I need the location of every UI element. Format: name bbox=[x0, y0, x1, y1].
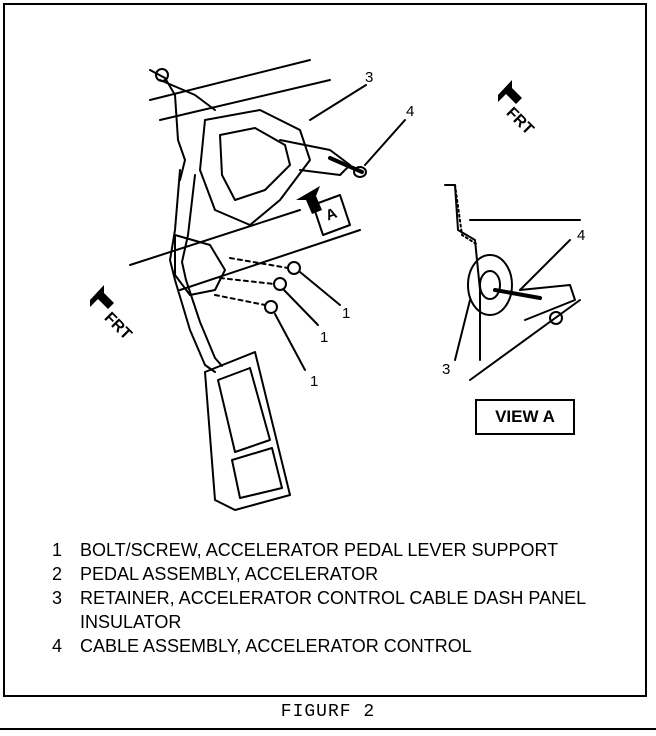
bolt-1-top bbox=[287, 261, 301, 275]
leader-1-c bbox=[274, 313, 306, 371]
legend-item: 4 CABLE ASSEMBLY, ACCELERATOR CONTROL bbox=[52, 634, 642, 658]
leader-3-main bbox=[309, 84, 367, 121]
cable-end bbox=[353, 166, 367, 178]
inset-lever bbox=[519, 284, 576, 321]
wiring-connector bbox=[155, 68, 169, 82]
dash-panel-edge bbox=[149, 59, 311, 101]
callout-4-view: 4 bbox=[577, 227, 586, 244]
wiring-harness-2 bbox=[159, 79, 216, 111]
pedal-pad-inner-2 bbox=[231, 447, 283, 499]
view-a-label-box: VIEW A bbox=[475, 399, 575, 435]
leader-1-a bbox=[299, 271, 341, 306]
wiring-harness bbox=[149, 69, 186, 181]
pedal-lever-arm-2 bbox=[181, 174, 223, 367]
view-a-marker-box bbox=[312, 194, 351, 236]
dash-panel-edge-2 bbox=[159, 79, 331, 121]
legend-number: 4 bbox=[52, 636, 63, 656]
callout-1-b: 1 bbox=[320, 329, 329, 346]
legend-text: PEDAL ASSEMBLY, ACCELERATOR bbox=[80, 564, 379, 584]
legend-number: 3 bbox=[52, 588, 63, 608]
bolt-shaft-low bbox=[214, 294, 266, 306]
lever-support-plate bbox=[174, 234, 226, 296]
legend-item: 1 BOLT/SCREW, ACCELERATOR PEDAL LEVER SUP… bbox=[52, 538, 642, 562]
dash-panel-edge-4 bbox=[179, 229, 361, 291]
inset-retainer bbox=[467, 254, 513, 316]
view-arrow bbox=[296, 186, 322, 214]
inset-cable bbox=[493, 288, 542, 300]
callout-3-view: 3 bbox=[442, 361, 451, 378]
legend-number: 2 bbox=[52, 564, 63, 584]
callout-4-main: 4 bbox=[406, 103, 415, 120]
leader-4-view bbox=[519, 239, 571, 291]
figure-caption: FIGURF 2 bbox=[280, 702, 376, 722]
pedal-pad bbox=[204, 351, 291, 511]
cable-bracket bbox=[279, 139, 351, 176]
view-a-label: VIEW A bbox=[495, 407, 555, 426]
leader-4-main bbox=[364, 119, 406, 166]
legend-text: CABLE ASSEMBLY, ACCELERATOR CONTROL bbox=[80, 636, 472, 656]
bolt-1-low bbox=[264, 300, 278, 314]
bolt-shaft-top bbox=[229, 257, 289, 269]
frt-arrow-main bbox=[498, 80, 522, 104]
upper-bracket bbox=[199, 109, 311, 226]
bolt-shaft-mid bbox=[219, 277, 275, 285]
callout-1-c: 1 bbox=[310, 373, 319, 390]
pedal-lever-arm bbox=[169, 169, 216, 373]
callout-1-a: 1 bbox=[342, 305, 351, 322]
inset-panel-line-2 bbox=[469, 299, 581, 381]
frt-arrow-left bbox=[90, 285, 114, 309]
legend-item: 3 RETAINER, ACCELERATOR CONTROL CABLE DAS… bbox=[52, 586, 642, 634]
upper-bracket-inner bbox=[219, 127, 291, 201]
figure-frame bbox=[3, 3, 647, 697]
legend-text: RETAINER, ACCELERATOR CONTROL CABLE DASH… bbox=[80, 588, 586, 632]
legend-item: 2 PEDAL ASSEMBLY, ACCELERATOR bbox=[52, 562, 642, 586]
callout-3-main: 3 bbox=[365, 69, 374, 86]
inset-lever-pin bbox=[549, 311, 563, 325]
leader-1-b bbox=[283, 289, 319, 326]
inset-panel-edge bbox=[444, 184, 481, 361]
parts-legend: 1 BOLT/SCREW, ACCELERATOR PEDAL LEVER SUP… bbox=[52, 538, 642, 658]
accelerator-cable-main bbox=[328, 156, 364, 174]
inset-retainer-inner bbox=[479, 270, 501, 300]
pedal-pad-inner bbox=[217, 367, 271, 453]
inset-panel-edge-2 bbox=[454, 184, 479, 246]
legend-text: BOLT/SCREW, ACCELERATOR PEDAL LEVER SUPP… bbox=[80, 540, 559, 560]
bolt-1-mid bbox=[273, 277, 287, 291]
legend-number: 1 bbox=[52, 540, 63, 560]
leader-3-view bbox=[454, 299, 471, 361]
dash-panel-edge-3 bbox=[129, 209, 301, 266]
bottom-rule bbox=[0, 728, 656, 730]
